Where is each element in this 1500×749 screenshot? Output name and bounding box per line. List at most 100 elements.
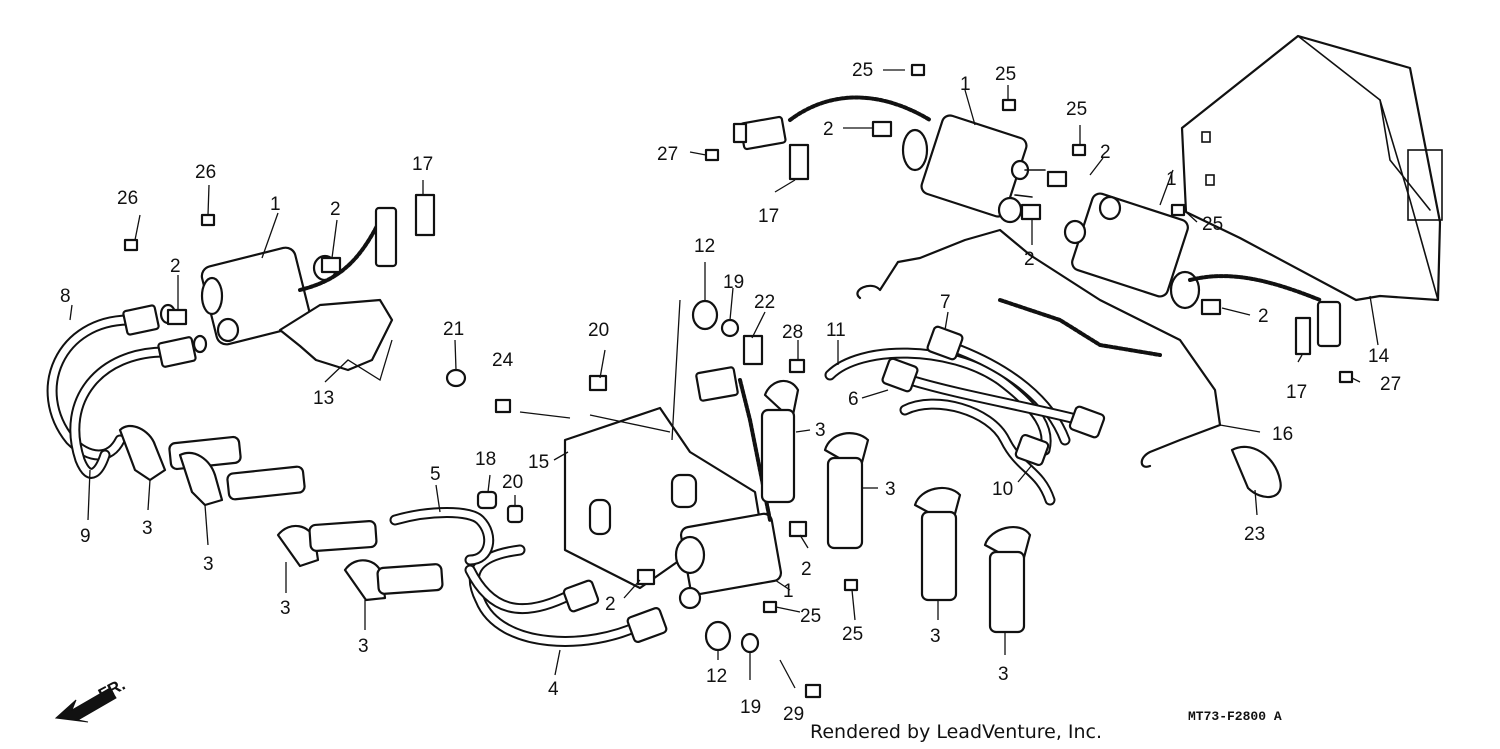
plug-wire-6 (881, 357, 1106, 439)
left-harness (298, 218, 382, 292)
plug-cap-center-lower (343, 559, 444, 602)
callout-3: 3 (142, 518, 153, 539)
callout-5: 5 (430, 464, 441, 485)
callout-17: 17 (1286, 382, 1307, 403)
plug-cap-mid-upper (760, 379, 800, 504)
callout-6: 6 (848, 389, 859, 410)
callout-3: 3 (280, 598, 291, 619)
callout-18: 18 (475, 449, 496, 470)
callout-2: 2 (801, 559, 812, 580)
callout-23: 23 (1244, 524, 1265, 545)
upper-connector-left (732, 115, 787, 151)
plug-wire-9 (69, 334, 208, 479)
callout-20: 20 (502, 472, 523, 493)
upper-bracket (856, 228, 1222, 468)
callout-26: 26 (195, 162, 216, 183)
spacer-18 (476, 490, 498, 510)
callout-26: 26 (117, 188, 138, 209)
plug-wire-7 (926, 325, 1071, 446)
coil-cover (1180, 34, 1443, 302)
callout-12: 12 (706, 666, 727, 687)
callout-25: 25 (800, 606, 821, 627)
leader-lines (69, 69, 1379, 689)
callout-4: 4 (548, 679, 559, 700)
clip-23 (1230, 445, 1282, 498)
callout-20: 20 (588, 320, 609, 341)
callout-27: 27 (1380, 374, 1401, 395)
callout-2: 2 (330, 199, 341, 220)
callout-3: 3 (998, 664, 1009, 685)
callout-24: 24 (492, 350, 514, 371)
callout-14: 14 (1368, 346, 1390, 367)
plug-cap-right-upper (913, 486, 962, 602)
plug-wire-4 (464, 544, 646, 647)
callout-3: 3 (815, 420, 826, 441)
center-connector (695, 366, 739, 402)
callout-1: 1 (1166, 169, 1177, 190)
bracket-spacer-2 (670, 473, 698, 509)
callout-2: 2 (1024, 249, 1035, 270)
callout-2: 2 (1100, 142, 1111, 163)
callouts: 25 1 25 25 2 1 25 2 27 17 2 2 14 17 27 1… (60, 60, 1401, 725)
callout-3: 3 (885, 479, 896, 500)
bracket-foam (998, 298, 1162, 357)
callout-3: 3 (358, 636, 369, 657)
callout-27: 27 (657, 144, 678, 165)
upper-connector-right (1316, 300, 1342, 348)
callout-1: 1 (783, 581, 794, 602)
ignition-coil-upper-right (1063, 192, 1201, 310)
callout-7: 7 (940, 292, 951, 313)
plug-wire-5 (389, 507, 495, 566)
bolt-20-lower (506, 504, 524, 524)
callout-25: 25 (1066, 99, 1087, 120)
callout-19: 19 (740, 697, 761, 718)
callout-15: 15 (528, 452, 549, 473)
callout-22: 22 (754, 292, 775, 313)
ignition-coil-bottom (674, 512, 783, 610)
callout-2: 2 (170, 256, 181, 277)
plug-cap-right-lower (983, 526, 1032, 634)
fasteners (123, 63, 1354, 699)
callout-2: 2 (605, 594, 616, 615)
callout-1: 1 (960, 74, 971, 95)
callout-19: 19 (723, 272, 744, 293)
callout-3: 3 (930, 626, 941, 647)
callout-1: 1 (270, 194, 281, 215)
plug-cap-left-lower (178, 451, 306, 507)
callout-28: 28 (782, 322, 803, 343)
callout-25: 25 (842, 624, 863, 645)
callout-25: 25 (852, 60, 873, 81)
left-bracket (278, 298, 394, 372)
plug-wire-11 (824, 347, 1052, 456)
callout-25: 25 (1202, 214, 1223, 235)
callout-25: 25 (995, 64, 1016, 85)
callout-11: 11 (826, 320, 846, 341)
upper-harness (788, 95, 1322, 302)
plug-wire-10 (899, 398, 1056, 506)
plug-cap-left-upper (118, 424, 242, 482)
ignition-coil-upper-left (901, 114, 1046, 224)
arrow-down-left-icon (54, 687, 117, 723)
callout-8: 8 (60, 286, 71, 307)
left-connector (374, 206, 398, 268)
render-credit: Rendered by LeadVenture, Inc. (810, 721, 1102, 743)
callout-12: 12 (694, 236, 715, 257)
callout-21: 21 (443, 319, 464, 340)
plug-cap-center-upper (276, 520, 378, 568)
callout-17: 17 (412, 154, 433, 175)
wire-4-boot-a (626, 606, 668, 644)
callout-2: 2 (823, 119, 834, 140)
callout-16: 16 (1272, 424, 1293, 445)
callout-10: 10 (992, 479, 1013, 500)
callout-13: 13 (313, 388, 334, 409)
wire-4-boot-b (562, 579, 600, 613)
plug-cap-mid-lower (823, 432, 870, 550)
diagram-code: MT73-F2800 A (1188, 709, 1282, 724)
ignition-coil-left (200, 246, 338, 346)
front-indicator: FR. (54, 675, 128, 723)
callout-17: 17 (758, 206, 779, 227)
bracket-spacer (588, 498, 612, 536)
callout-29: 29 (783, 704, 804, 725)
callout-3: 3 (203, 554, 214, 575)
